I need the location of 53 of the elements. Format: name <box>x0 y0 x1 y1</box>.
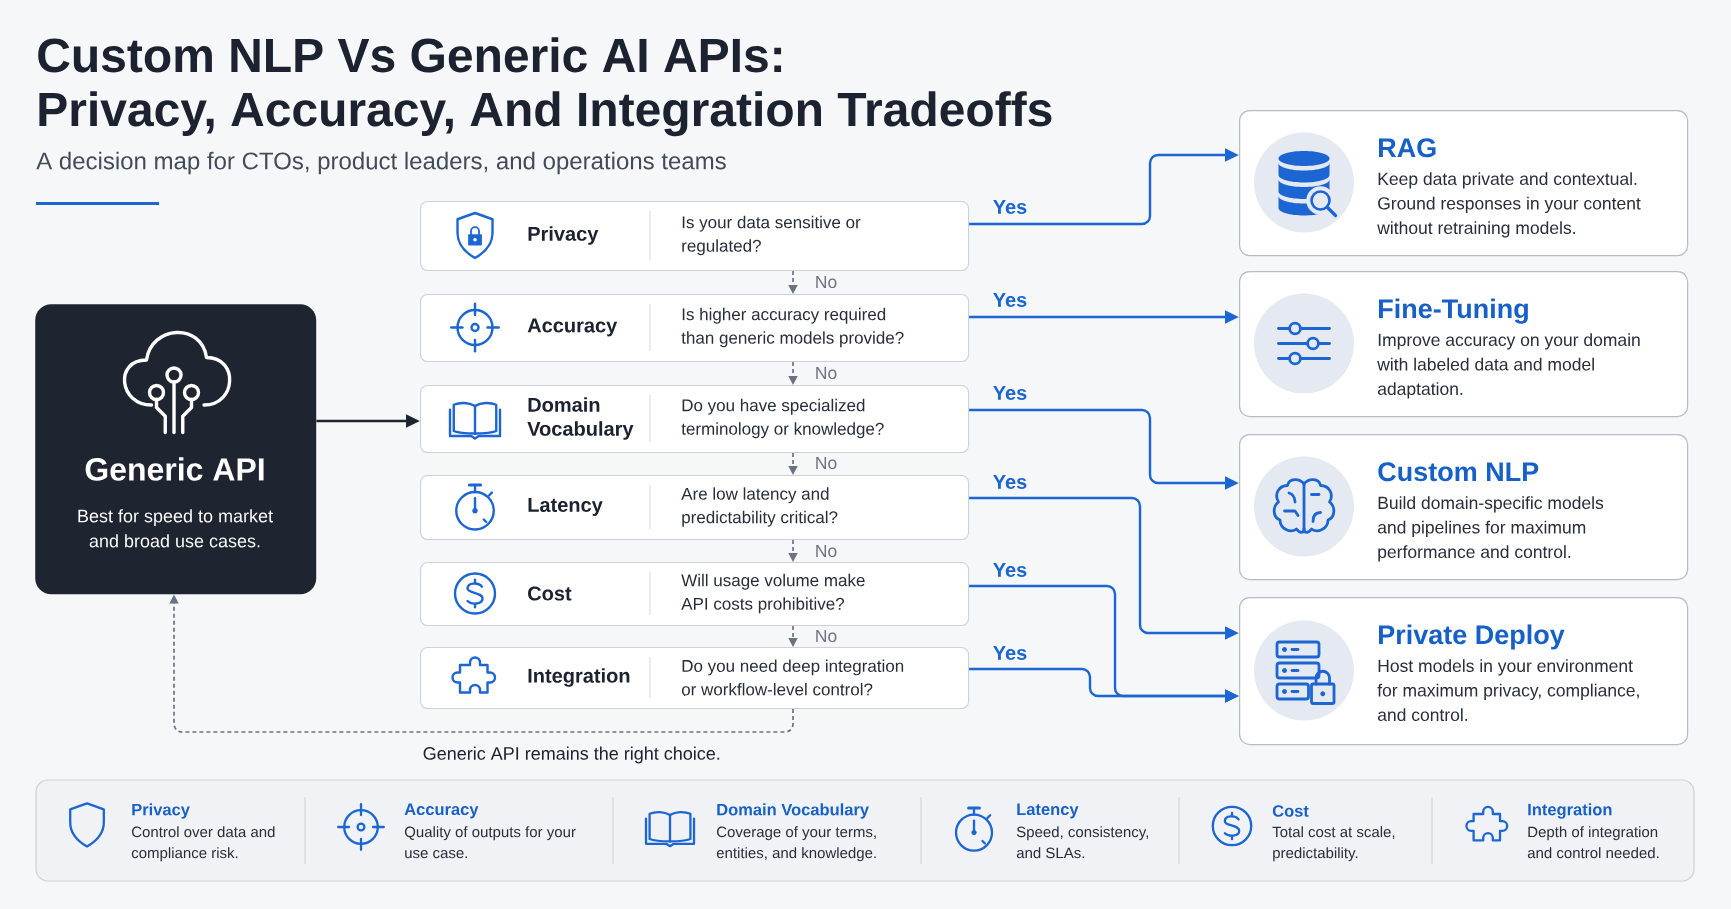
edge-label: No <box>813 628 839 644</box>
key-title: Domain Vocabulary <box>717 803 869 819</box>
option-card <box>1239 434 1689 581</box>
key-title: Integration <box>1528 803 1612 819</box>
edge-label: Generic API remains the right choice. <box>421 745 723 765</box>
card-text: Build domain-specific models and pipelines for maximum performance and control. <box>1377 496 1604 562</box>
card-text: Improve accuracy on your domain with labeled data and model adaptation. <box>1377 333 1640 399</box>
box-title: Accuracy <box>527 318 618 337</box>
question-box <box>420 647 970 710</box>
card-title: Generic API <box>85 457 264 481</box>
question-box <box>420 294 970 363</box>
edge-label: No <box>813 543 839 559</box>
card-title: RAG <box>1379 138 1436 158</box>
card-text: Host models in your environment for maximum privacy, compliance, and control. <box>1377 659 1639 722</box>
box-title: Privacy <box>528 226 599 245</box>
question-box <box>420 562 970 627</box>
box-title: Domain Vocabulary <box>527 397 634 440</box>
box-title: Integration <box>528 668 630 687</box>
edge-label: No <box>813 274 839 290</box>
question-box <box>420 475 970 541</box>
option-card <box>1239 271 1689 418</box>
question-box <box>420 201 970 272</box>
title: Custom NLP Vs Generic AI APIs: Privacy, Accuracy, And Integration Tradeoffs <box>38 37 1052 137</box>
card-text: Keep data private and contextual. Ground responses in your content without retraining models. <box>1377 172 1641 238</box>
option-card <box>1239 597 1689 746</box>
key-title: Accuracy <box>404 803 479 819</box>
edge-label: No <box>813 455 839 471</box>
key-title: Privacy <box>132 803 190 819</box>
question-text: Do you need deep integration or workflow-level control? <box>681 659 904 696</box>
key-text: Speed, consistency, and SLAs. <box>1016 826 1148 859</box>
question-text: Will usage volume make API costs prohibitive? <box>681 573 865 614</box>
card-title: Custom NLP <box>1378 462 1539 482</box>
option-card <box>1239 110 1689 257</box>
edge-label: No <box>813 365 839 381</box>
question-text: Is your data sensitive or regulated? <box>682 215 861 256</box>
key-text: Total cost at scale, predictability. <box>1272 826 1395 862</box>
key-title: Latency <box>1017 803 1079 819</box>
box-title: Latency <box>528 498 603 516</box>
question-box <box>420 385 970 454</box>
key-text: Coverage of your terms, entities, and knowledge. <box>716 826 876 862</box>
key-text: Quality of outputs for your use case. <box>404 826 576 859</box>
question-text: Do you have specialized terminology or knowledge? <box>681 398 884 439</box>
card-text: Best for speed to market and broad use cases. <box>78 509 273 548</box>
api-card <box>35 304 317 595</box>
question-text: Is higher accuracy required than generic models provide? <box>681 307 904 348</box>
subtitle: A decision map for CTOs, product leaders, and operations teams <box>36 151 726 175</box>
card-title: Fine-Tuning <box>1379 298 1528 324</box>
key-text: Depth of integration and control needed. <box>1527 826 1659 859</box>
box-title: Cost <box>528 586 572 601</box>
question-text: Are low latency and predictability critical? <box>681 487 838 527</box>
key-title: Cost <box>1272 805 1309 817</box>
key-text: Control over data and compliance risk. <box>131 826 275 862</box>
card-title: Private Deploy <box>1379 624 1565 650</box>
